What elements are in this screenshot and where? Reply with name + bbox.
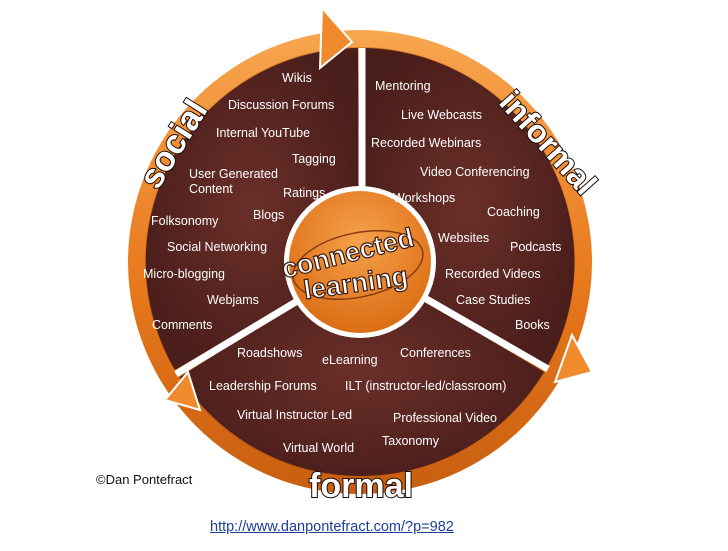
informal-item: Recorded Videos [445,267,541,281]
informal-item: Video Conferencing [420,165,530,179]
informal-item: Live Webcasts [401,108,483,122]
social-item: Folksonomy [151,214,219,228]
arrow-social-head [318,5,354,71]
formal-label: formal [309,467,413,505]
informal-item: Case Studies [456,293,531,307]
social-item: Comments [152,318,213,332]
social-item: Ratings [283,186,326,200]
formal-item: Leadership Forums [209,379,317,393]
formal-item: Virtual World [283,441,355,455]
arrow-formal-head [163,369,202,412]
social-item: Webjams [207,293,259,307]
informal-item: Recorded Webinars [371,136,482,150]
formal-item: Virtual Instructor Led [237,408,353,422]
social-item: Micro-blogging [143,267,225,281]
source-link[interactable]: http://www.danpontefract.com/?p=982 [210,519,454,535]
formal-item: Roadshows [237,346,303,360]
social-item: Blogs [253,208,285,222]
social-item: User Generated Content [189,167,278,196]
formal-item: ILT (instructor-led/classroom) [345,379,507,393]
social-item: Discussion Forums [228,98,335,112]
formal-item: Conferences [400,346,471,360]
informal-item: Coaching [487,205,540,219]
hub [289,191,431,333]
hub-swoosh [292,230,424,300]
copyright-text: ©Dan Pontefract [96,472,193,487]
informal-item: Workshops [393,191,456,205]
formal-item: Professional Video [393,411,498,425]
informal-item: Mentoring [375,79,431,93]
arrow-informal-head [553,332,594,384]
formal-item: eLearning [322,353,378,367]
social-item: Internal YouTube [216,126,311,140]
formal-sector [180,262,544,476]
social-item: Tagging [292,152,336,166]
informal-item: Books [515,318,550,332]
social-item: Wikis [282,71,312,85]
informal-item: Podcasts [510,240,562,254]
formal-item: Taxonomy [382,434,439,448]
social-item: Social Networking [167,240,268,254]
informal-item: Websites [438,231,490,245]
